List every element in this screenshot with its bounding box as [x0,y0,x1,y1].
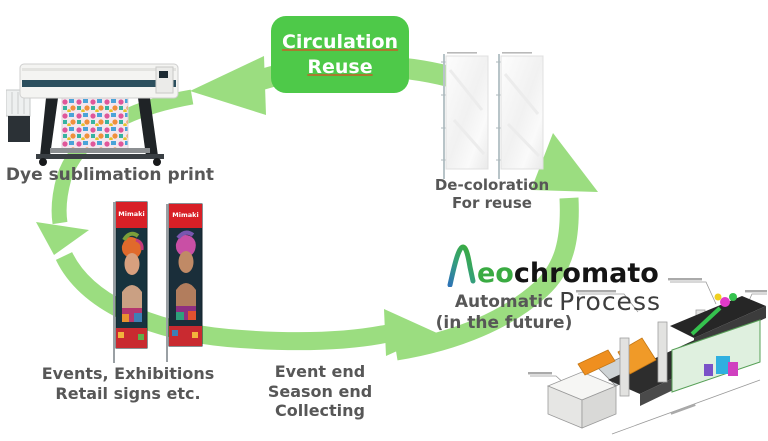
dye-sublimation-printer-image [6,63,179,166]
banner-brand-text: Mimaki [118,210,144,218]
printer-label: Dye sublimation print [5,165,215,185]
banner-2: Mimaki [168,203,203,347]
printer-leg-right [138,98,158,156]
collecting-label: Event end Season end Collecting [267,362,373,421]
printer-screen [159,71,168,78]
event-banners-image: Mimaki Mimaki [113,201,203,363]
machine-cad-drawing [528,278,767,435]
decoloration-label: De-coloration For reuse [434,176,550,213]
circulation-text: Circulation [281,30,399,53]
arrow-right-shaft [394,197,579,361]
printer-ink-tank [8,116,30,142]
circulation-reuse-box: Circulation Reuse [271,16,409,93]
events-label: Events, Exhibitions Retail signs etc. [41,364,215,403]
white-flags-image [441,52,544,179]
printed-fabric [61,95,129,153]
logo-n-icon [447,244,476,287]
arrow-left-head [36,222,89,255]
take-up-roller [50,148,150,153]
printer-leg-left [40,98,58,156]
arrow-bottom-head [384,309,437,356]
white-flag-2 [496,52,544,179]
reuse-text: Reuse [307,55,373,78]
banner-brand-text: Mimaki [172,211,198,219]
arrow-right-head [531,133,598,192]
automatic-label: Automatic (in the future) [435,292,573,333]
banner-1: Mimaki [115,201,148,349]
printer-control-panel [155,66,174,94]
logo-eo-text: eo [477,258,514,289]
logo-process-text: Process [559,287,661,316]
white-flag-1 [441,52,489,179]
arrow-top-head [190,56,266,115]
logo-chromato-text: chromato [513,258,659,289]
arrow-bottom-shaft [55,251,392,351]
